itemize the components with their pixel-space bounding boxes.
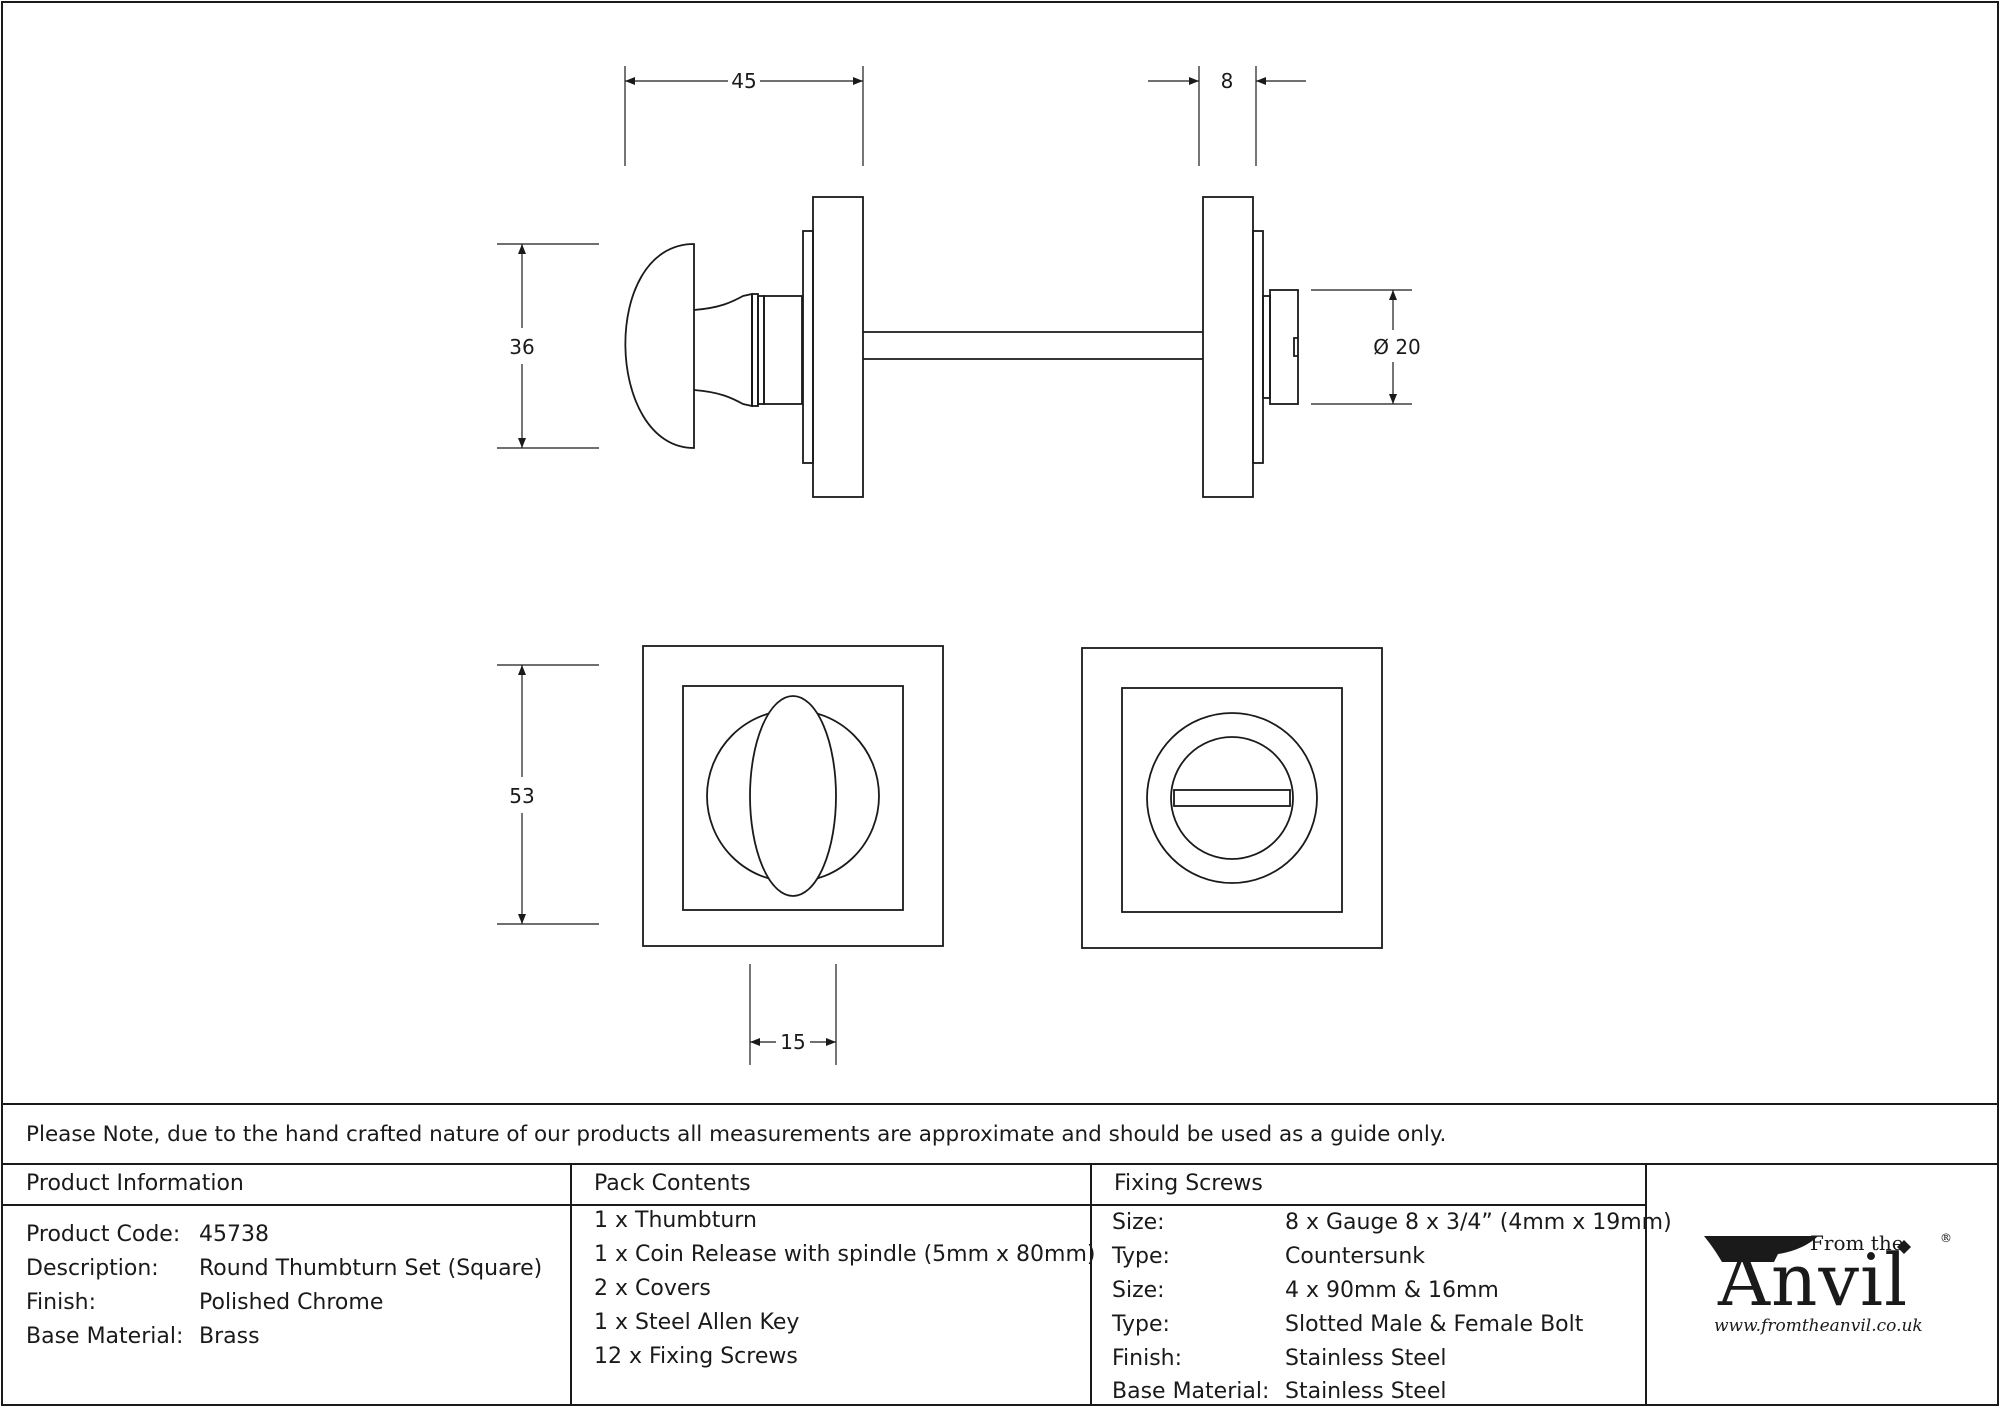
pack-item-text: 1 x Thumbturn: [594, 1208, 757, 1233]
screw-value: Slotted Male & Female Bolt: [1285, 1312, 1584, 1337]
right-rose-back: [1252, 230, 1264, 464]
pack-contents-header: Pack Contents: [594, 1171, 751, 1196]
product-code-label: Product Code:: [26, 1222, 181, 1247]
product-code-value: 45738: [199, 1222, 269, 1247]
anvil-ribbon-diamond: [1897, 1240, 1911, 1254]
base-material-label: Base Material:: [26, 1324, 184, 1349]
fixing-screws-header: Fixing Screws: [1114, 1171, 1263, 1196]
screw-label: Base Material:: [1112, 1379, 1270, 1404]
logo-brand: Anvil: [1718, 1238, 1909, 1322]
finish-label: Finish:: [26, 1290, 97, 1315]
pack-item-text: 2 x Covers: [594, 1276, 711, 1301]
release-rose-inner: [1121, 687, 1343, 913]
screw-label: Type:: [1112, 1244, 1170, 1269]
release-slot: [1173, 789, 1291, 807]
dimension-36: [497, 243, 599, 449]
thumbturn-rose-outer: [642, 645, 944, 947]
screw-value: Stainless Steel: [1285, 1346, 1447, 1371]
dimension-45: [624, 66, 864, 166]
dim-label-53: 53: [509, 784, 534, 808]
dimension-8: [1148, 66, 1306, 166]
dim-label-8: 8: [1221, 69, 1234, 93]
pack-item-text: 1 x Steel Allen Key: [594, 1310, 800, 1335]
right-rose: [1202, 196, 1254, 498]
release-outer-ring: [1146, 712, 1318, 884]
dim-label-15: 15: [780, 1030, 805, 1054]
product-information-header: Product Information: [26, 1171, 244, 1196]
info-table-grid: [2, 1103, 1998, 1405]
thumbturn-neck: [693, 292, 753, 408]
thumbturn-rose-inner: [682, 685, 904, 911]
left-rose: [812, 196, 864, 498]
screw-value: 4 x 90mm & 16mm: [1285, 1278, 1499, 1303]
anvil-icon: [1704, 1236, 1818, 1262]
left-rose-back: [802, 230, 814, 464]
release-rose-outer: [1081, 647, 1383, 949]
pack-item-text: 1 x Coin Release with spindle (5mm x 80m…: [594, 1242, 1096, 1267]
dim-label-45: 45: [731, 69, 756, 93]
pack-item-text: 12 x Fixing Screws: [594, 1344, 798, 1369]
dimension-53: [497, 664, 599, 925]
dim-label-36: 36: [509, 335, 534, 359]
finish-value: Polished Chrome: [199, 1290, 384, 1315]
front-views: [642, 645, 1383, 949]
dim-label-diameter-20: Ø 20: [1373, 335, 1421, 359]
measurement-note: Please Note, due to the hand crafted nat…: [26, 1122, 1447, 1147]
logo-url: www.fromtheanvil.co.uk: [1714, 1316, 1923, 1336]
screw-label: Size:: [1112, 1278, 1165, 1303]
screw-label: Finish:: [1112, 1346, 1183, 1371]
base-material-value: Brass: [199, 1324, 260, 1349]
release-inner-disc: [1170, 736, 1294, 860]
screw-value: 8 x Gauge 8 x 3/4” (4mm x 19mm): [1285, 1210, 1672, 1235]
from-the-anvil-logo: [1704, 1236, 1911, 1262]
dimension-diameter-20: [1311, 289, 1412, 405]
screw-value: Stainless Steel: [1285, 1379, 1447, 1404]
dimension-15: [749, 964, 837, 1065]
thumbturn-lever: [749, 695, 837, 897]
description-label: Description:: [26, 1256, 159, 1281]
logo-from-the: From the: [1810, 1231, 1904, 1255]
screw-value: Countersunk: [1285, 1244, 1426, 1269]
screw-label: Type:: [1112, 1312, 1170, 1337]
side-view: [624, 196, 1299, 498]
logo-registered: ®: [1940, 1231, 1952, 1245]
thumbturn-knob: [624, 243, 695, 449]
description-value: Round Thumbturn Set (Square): [199, 1256, 543, 1281]
screw-label: Size:: [1112, 1210, 1165, 1235]
